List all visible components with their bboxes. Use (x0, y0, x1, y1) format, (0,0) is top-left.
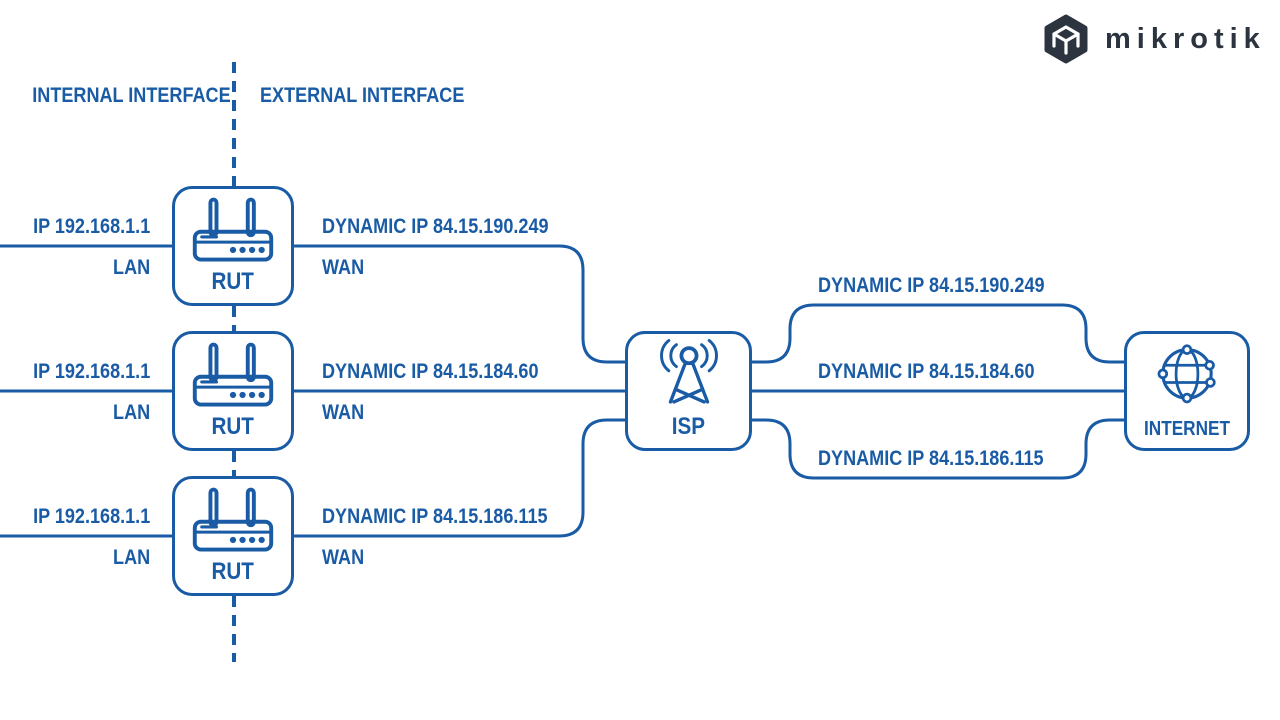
router3-wan-port-label: WAN (322, 546, 365, 569)
brand-logo: mikrotik (1040, 13, 1266, 65)
router2-wan-port-label: WAN (322, 401, 365, 424)
mikrotik-hexagon-cube-icon (1044, 14, 1088, 64)
router-node-2: RUT (172, 331, 294, 451)
isp-internet-line-1 (750, 303, 1126, 364)
router-node-1: RUT (172, 186, 294, 306)
router-label: RUT (211, 413, 255, 440)
link1-dynamic-ip-label: DYNAMIC IP 84.15.190.249 (818, 274, 1045, 297)
router-label: RUT (211, 558, 255, 585)
router-icon (192, 197, 274, 261)
router3-lan-port-label: LAN (112, 546, 150, 569)
globe-icon (1157, 343, 1216, 403)
router3-wan-ip-label: DYNAMIC IP 84.15.186.115 (322, 505, 548, 528)
link3-dynamic-ip-label: DYNAMIC IP 84.15.186.115 (818, 447, 1044, 470)
router-node-3: RUT (172, 476, 294, 596)
wan-line-3 (294, 418, 627, 538)
router2-wan-ip-label: DYNAMIC IP 84.15.184.60 (322, 360, 539, 383)
router3-lan-ip-label: IP 192.168.1.1 (32, 505, 150, 528)
router-label: RUT (211, 268, 255, 295)
internet-node: INTERNET (1124, 331, 1250, 451)
wan-line-1 (294, 244, 627, 364)
external-interface-header: EXTERNAL INTERFACE (260, 84, 465, 107)
router-icon (192, 342, 274, 406)
router1-wan-ip-label: DYNAMIC IP 84.15.190.249 (322, 215, 549, 238)
router2-lan-port-label: LAN (112, 401, 150, 424)
isp-internet-line-3 (750, 418, 1126, 480)
router2-lan-ip-label: IP 192.168.1.1 (32, 360, 150, 383)
internal-interface-header: INTERNAL INTERFACE (32, 84, 231, 107)
router-icon (192, 487, 274, 551)
isp-node: ISP (625, 331, 752, 451)
link2-dynamic-ip-label: DYNAMIC IP 84.15.184.60 (818, 360, 1035, 383)
router1-lan-ip-label: IP 192.168.1.1 (32, 215, 150, 238)
antenna-tower-icon (659, 338, 718, 404)
brand-wordmark: mikrotik (1105, 22, 1266, 55)
internet-label: INTERNET (1144, 418, 1230, 440)
router1-wan-port-label: WAN (322, 256, 365, 279)
router1-lan-port-label: LAN (112, 256, 150, 279)
isp-label: ISP (671, 413, 706, 440)
